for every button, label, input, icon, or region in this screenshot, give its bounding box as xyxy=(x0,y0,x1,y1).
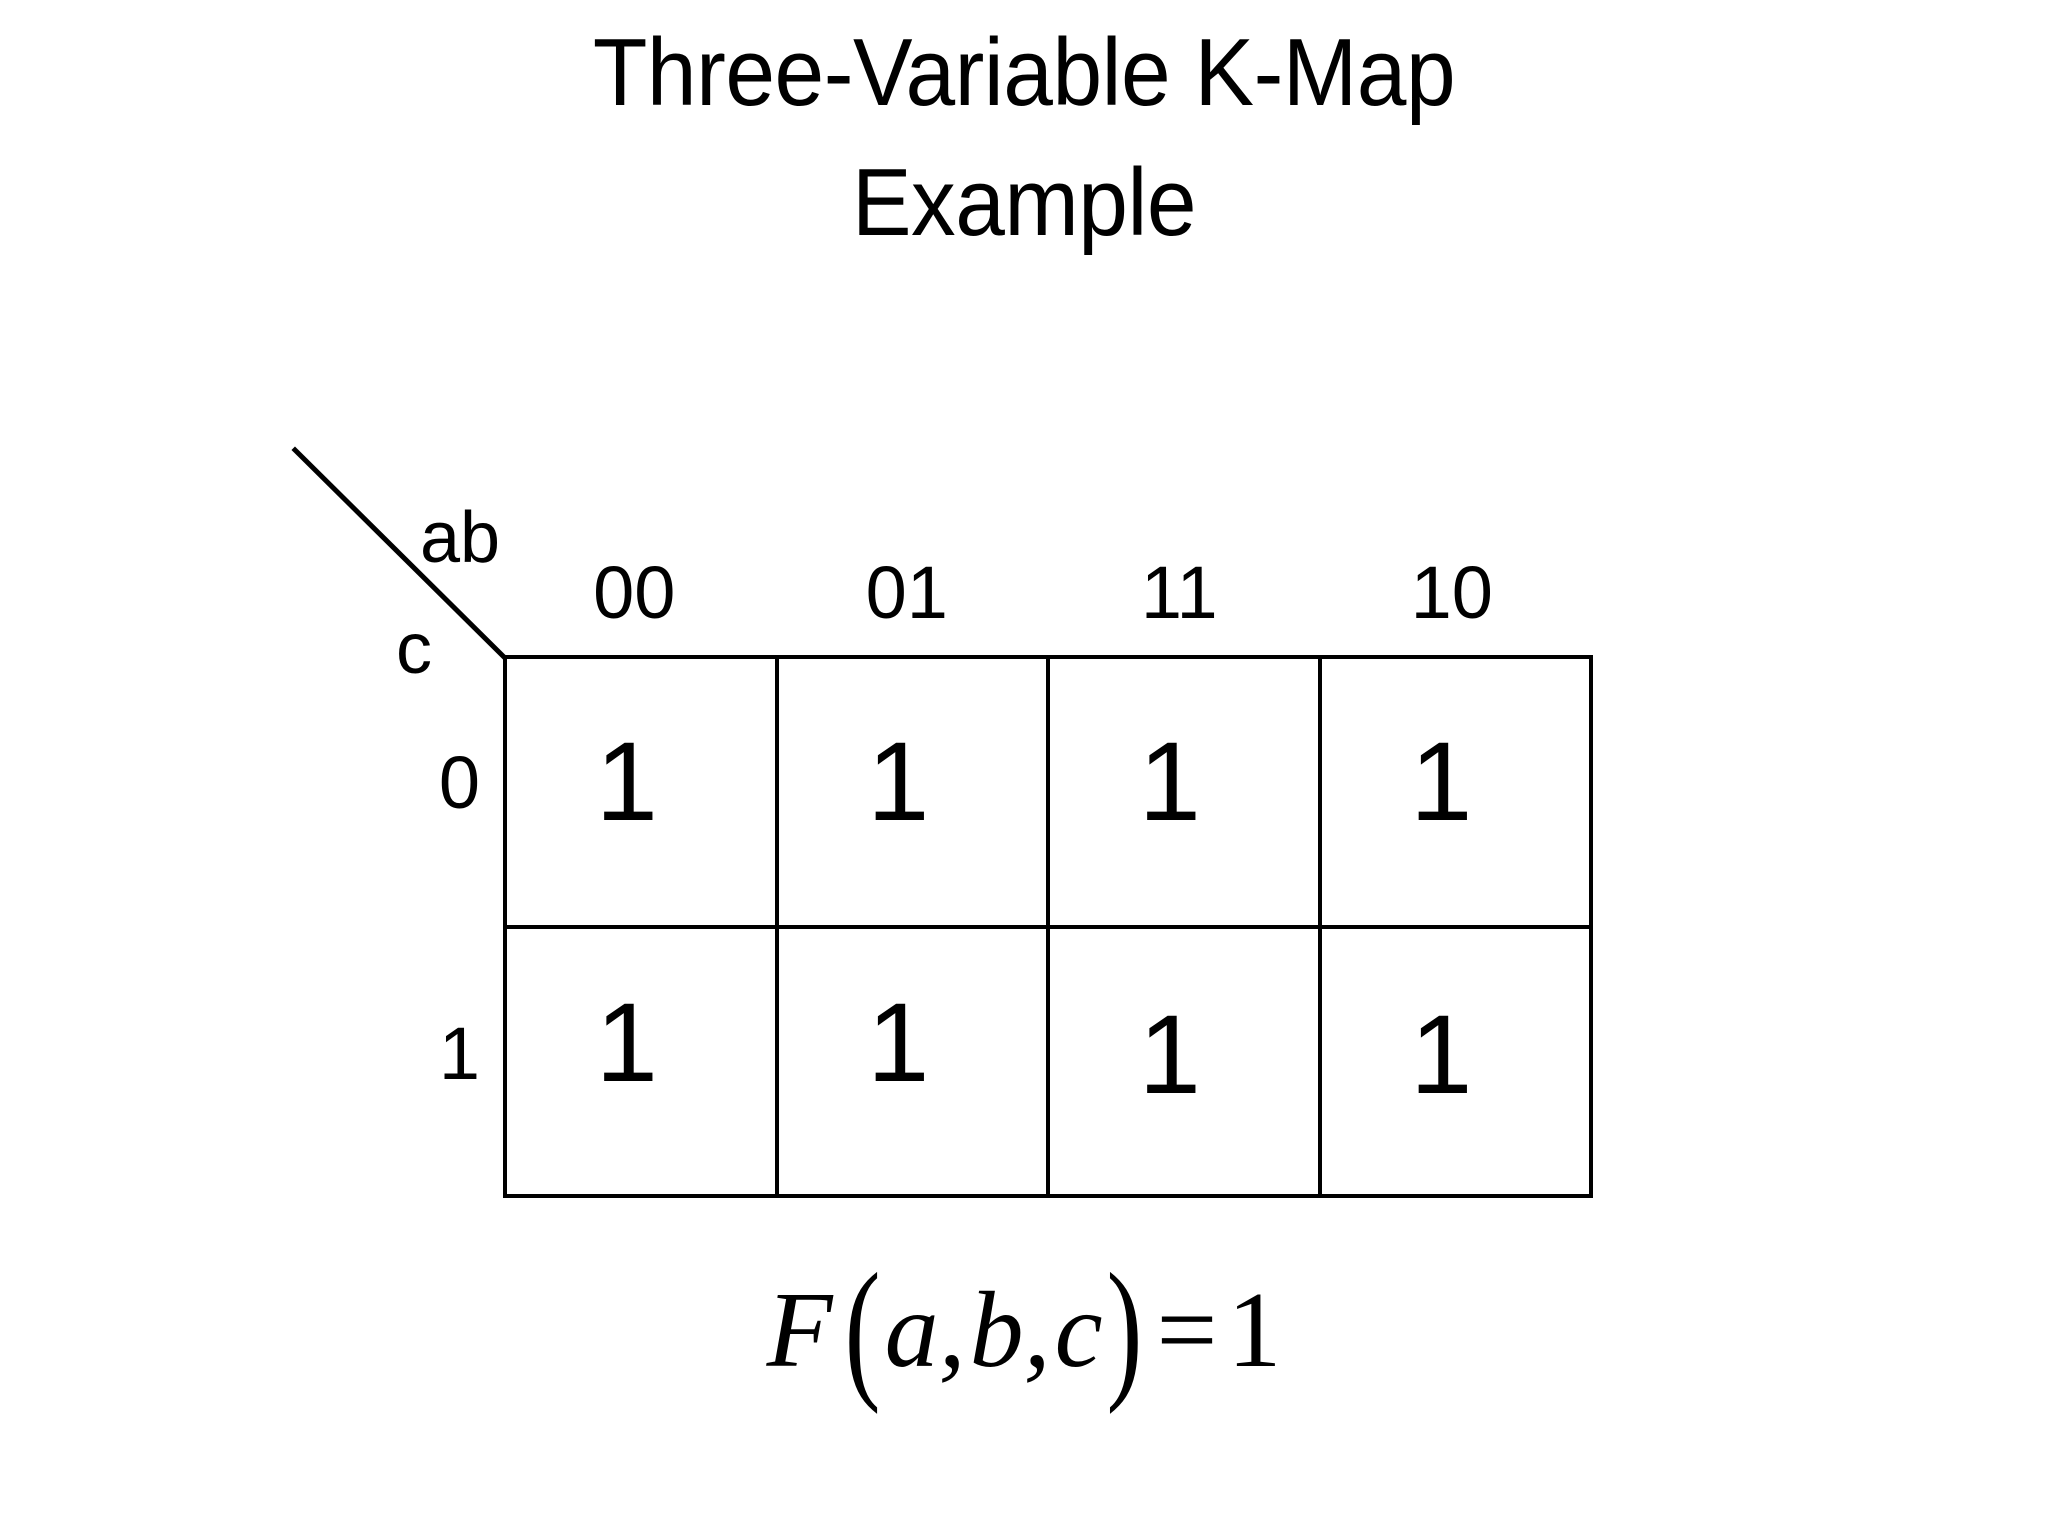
equation-comma-2: , xyxy=(1023,1271,1051,1390)
equation-function-name: F xyxy=(766,1271,833,1390)
equation-equals-sign: = xyxy=(1156,1271,1218,1390)
kmap-cell-value: 1 xyxy=(1410,992,1473,1118)
kmap-cell-c0-ab00[interactable]: 1 xyxy=(507,659,775,925)
kmap-cell-c0-ab11[interactable]: 1 xyxy=(1046,659,1318,925)
kmap-cell-value: 1 xyxy=(867,718,930,844)
kmap-column-variable-label: ab xyxy=(420,498,501,578)
kmap-row-header-column: 0 1 xyxy=(398,655,488,1198)
kmap-column-header-00: 00 xyxy=(503,556,776,636)
kmap-row-header-0-label: 0 xyxy=(438,740,480,824)
kmap-grid-row-0: 1 1 1 1 xyxy=(507,659,1589,925)
kmap-cell-c1-ab00[interactable]: 1 xyxy=(507,929,775,1195)
kmap-cell-c1-ab01[interactable]: 1 xyxy=(774,928,1047,1194)
kmap-cell-value: 1 xyxy=(1410,718,1473,844)
page-title: Three-Variable K-Map Example xyxy=(592,19,1456,256)
kmap-cell-value: 1 xyxy=(867,980,930,1106)
kmap-cell-c1-ab10[interactable]: 1 xyxy=(1317,928,1590,1194)
kmap-column-header-row: 00 01 11 10 xyxy=(503,556,1593,636)
kmap-column-header-10: 10 xyxy=(1321,556,1594,636)
equation-close-paren: ) xyxy=(1106,1242,1143,1416)
kmap-grid: 1 1 1 1 1 1 1 1 xyxy=(503,655,1593,1198)
kmap-cell-value: 1 xyxy=(1138,718,1201,844)
kmap-row-header-0: 0 xyxy=(398,655,488,927)
equation-result: 1 xyxy=(1227,1271,1282,1390)
equation-arg-a: a xyxy=(884,1271,939,1390)
kmap-row-header-1-label: 1 xyxy=(438,1012,480,1096)
equation-arg-c: c xyxy=(1054,1271,1103,1390)
kmap-cell-value: 1 xyxy=(595,980,658,1106)
kmap-cell-c0-ab10[interactable]: 1 xyxy=(1317,659,1590,925)
kmap-column-header-00-label: 00 xyxy=(593,551,676,634)
kmap-column-header-10-label: 10 xyxy=(1410,551,1493,634)
equation-comma-1: , xyxy=(938,1271,966,1390)
equation-arg-b: b xyxy=(969,1271,1024,1390)
kmap-row-header-1: 1 xyxy=(398,927,488,1199)
kmap-column-header-01: 01 xyxy=(776,556,1049,636)
kmap-cell-value: 1 xyxy=(1138,992,1201,1118)
kmap-cell-c1-ab11[interactable]: 1 xyxy=(1046,928,1318,1194)
equation-open-paren: ( xyxy=(844,1242,881,1416)
kmap-column-header-01-label: 01 xyxy=(865,551,948,634)
kmap-row-variable-label: c xyxy=(396,609,432,689)
kmap-column-header-11: 11 xyxy=(1048,556,1321,636)
kmap-cell-value: 1 xyxy=(595,718,658,844)
kmap-grid-row-1: 1 1 1 1 xyxy=(507,924,1590,1195)
kmap-column-header-11-label: 11 xyxy=(1140,551,1218,634)
function-equation: F(a,b,c)=1 xyxy=(0,1243,2048,1415)
kmap-cell-c0-ab01[interactable]: 1 xyxy=(774,659,1047,925)
